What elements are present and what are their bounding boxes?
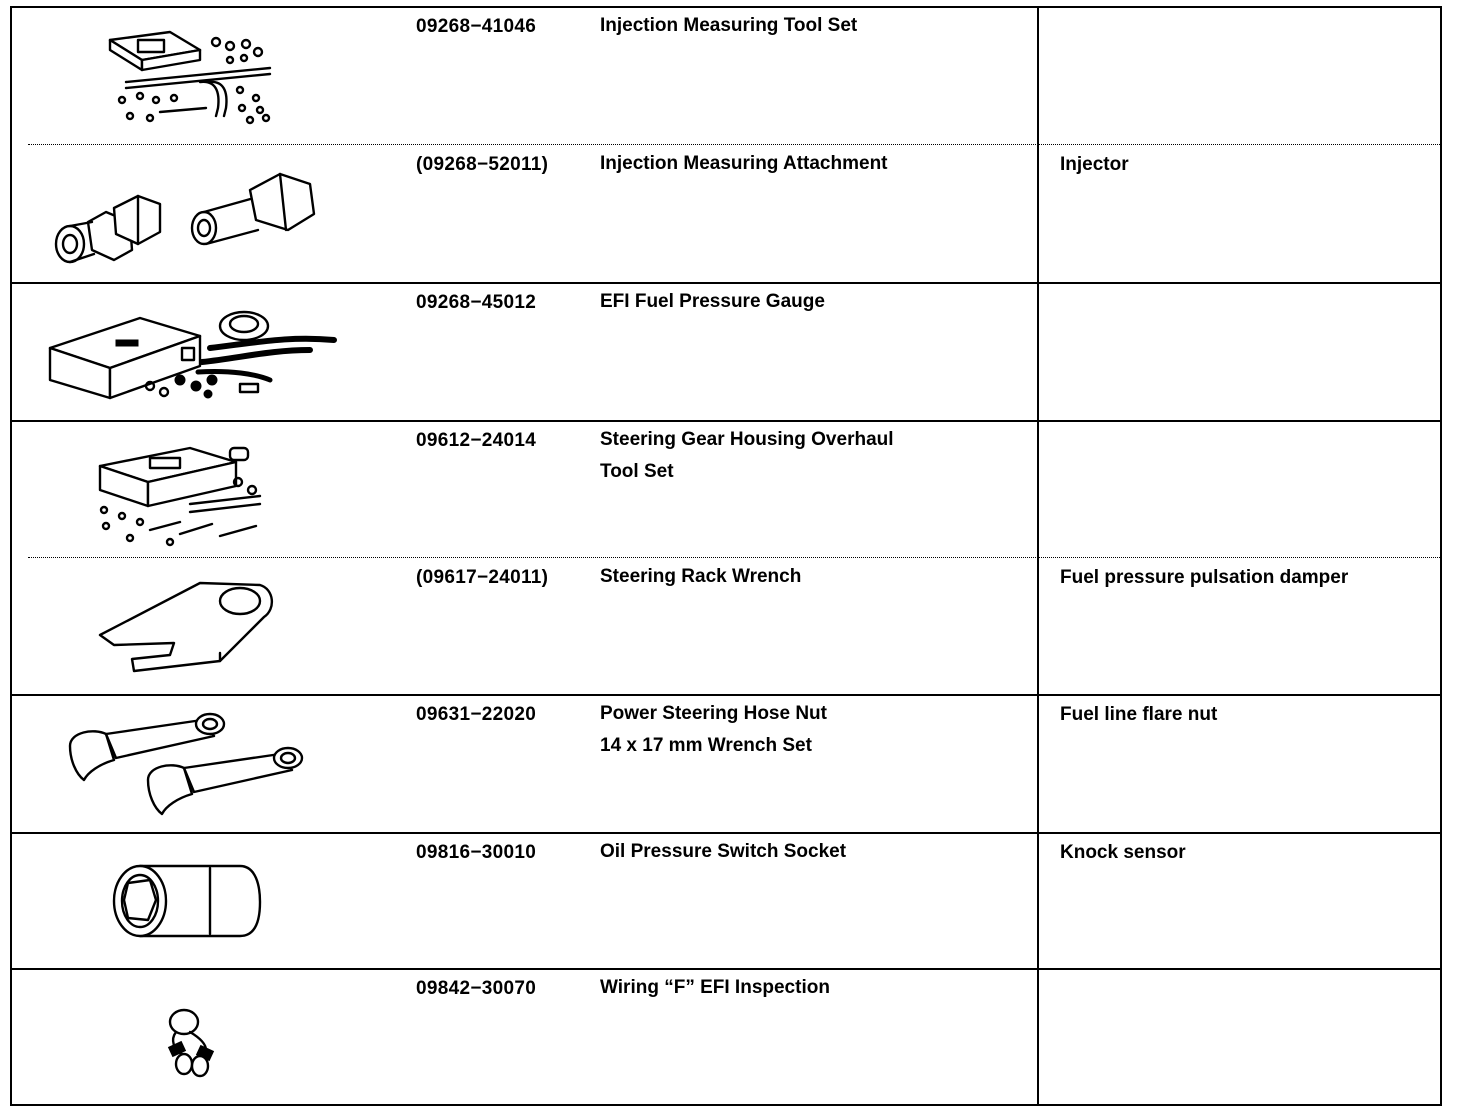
tool-name: Steering Rack Wrench (600, 566, 802, 587)
steering-gear-tool-set-illustration (98, 446, 262, 547)
table-row: 09612−24014 Steering Gear Housing Overha… (10, 420, 1442, 557)
table-border (10, 6, 1442, 1106)
part-number: 09631−22020 (416, 704, 537, 725)
table-row: (09617−24011) Steering Rack Wrench Fuel … (10, 557, 1442, 694)
part-number: 09268−41046 (416, 16, 537, 37)
tool-name: Injection Measuring Attachment (600, 153, 888, 174)
injection-measuring-tool-set-illustration (108, 30, 272, 125)
table-row: 09268−45012 EFI Fuel Pressure Gauge (10, 282, 1442, 420)
part-number: 09842−30070 (416, 978, 537, 999)
steering-rack-wrench-illustration (98, 581, 273, 673)
fuel-pressure-gauge-illustration (48, 310, 337, 400)
tool-use: Knock sensor (1060, 842, 1186, 863)
tool-name: Oil Pressure Switch Socket (600, 841, 847, 862)
row-divider (10, 282, 1442, 284)
column-divider (1037, 6, 1039, 1106)
injection-measuring-attachment-illustration (54, 172, 316, 264)
tool-name: Injection Measuring Tool Set (600, 15, 858, 36)
hose-nut-wrench-set-illustration (68, 712, 304, 816)
row-divider (10, 420, 1442, 422)
table-row: 09816−30010 Oil Pressure Switch Socket K… (10, 832, 1442, 968)
table-row: (09268−52011) Injection Measuring Attach… (10, 144, 1442, 282)
row-divider-dotted (28, 144, 1442, 145)
part-number: (09617−24011) (416, 567, 549, 588)
part-number: 09612−24014 (416, 430, 537, 451)
tool-name: Steering Gear Housing Overhaul Tool Set (600, 429, 894, 482)
table-row: 09268−41046 Injection Measuring Tool Set (10, 6, 1442, 144)
tool-name: Wiring “F” EFI Inspection (600, 977, 830, 998)
tool-use: Injector (1060, 154, 1129, 175)
tool-name: Power Steering Hose Nut 14 x 17 mm Wrenc… (600, 703, 827, 756)
table-row: 09842−30070 Wiring “F” EFI Inspection (10, 968, 1442, 1106)
tool-use: Fuel pressure pulsation damper (1060, 567, 1349, 588)
row-divider (10, 694, 1442, 696)
oil-pressure-switch-socket-illustration (112, 864, 262, 938)
part-number: (09268−52011) (416, 154, 549, 175)
table-row: 09631−22020 Power Steering Hose Nut 14 x… (10, 694, 1442, 832)
special-service-tools-table: 09268−41046 Injection Measuring Tool Set… (10, 6, 1442, 1106)
row-divider (10, 832, 1442, 834)
tool-use: Fuel line flare nut (1060, 704, 1218, 725)
part-number: 09816−30010 (416, 842, 537, 863)
row-divider (10, 968, 1442, 970)
part-number: 09268−45012 (416, 292, 537, 313)
tool-name: EFI Fuel Pressure Gauge (600, 291, 825, 312)
efi-inspection-wiring-illustration (167, 1008, 215, 1078)
row-divider-dotted (28, 557, 1442, 558)
